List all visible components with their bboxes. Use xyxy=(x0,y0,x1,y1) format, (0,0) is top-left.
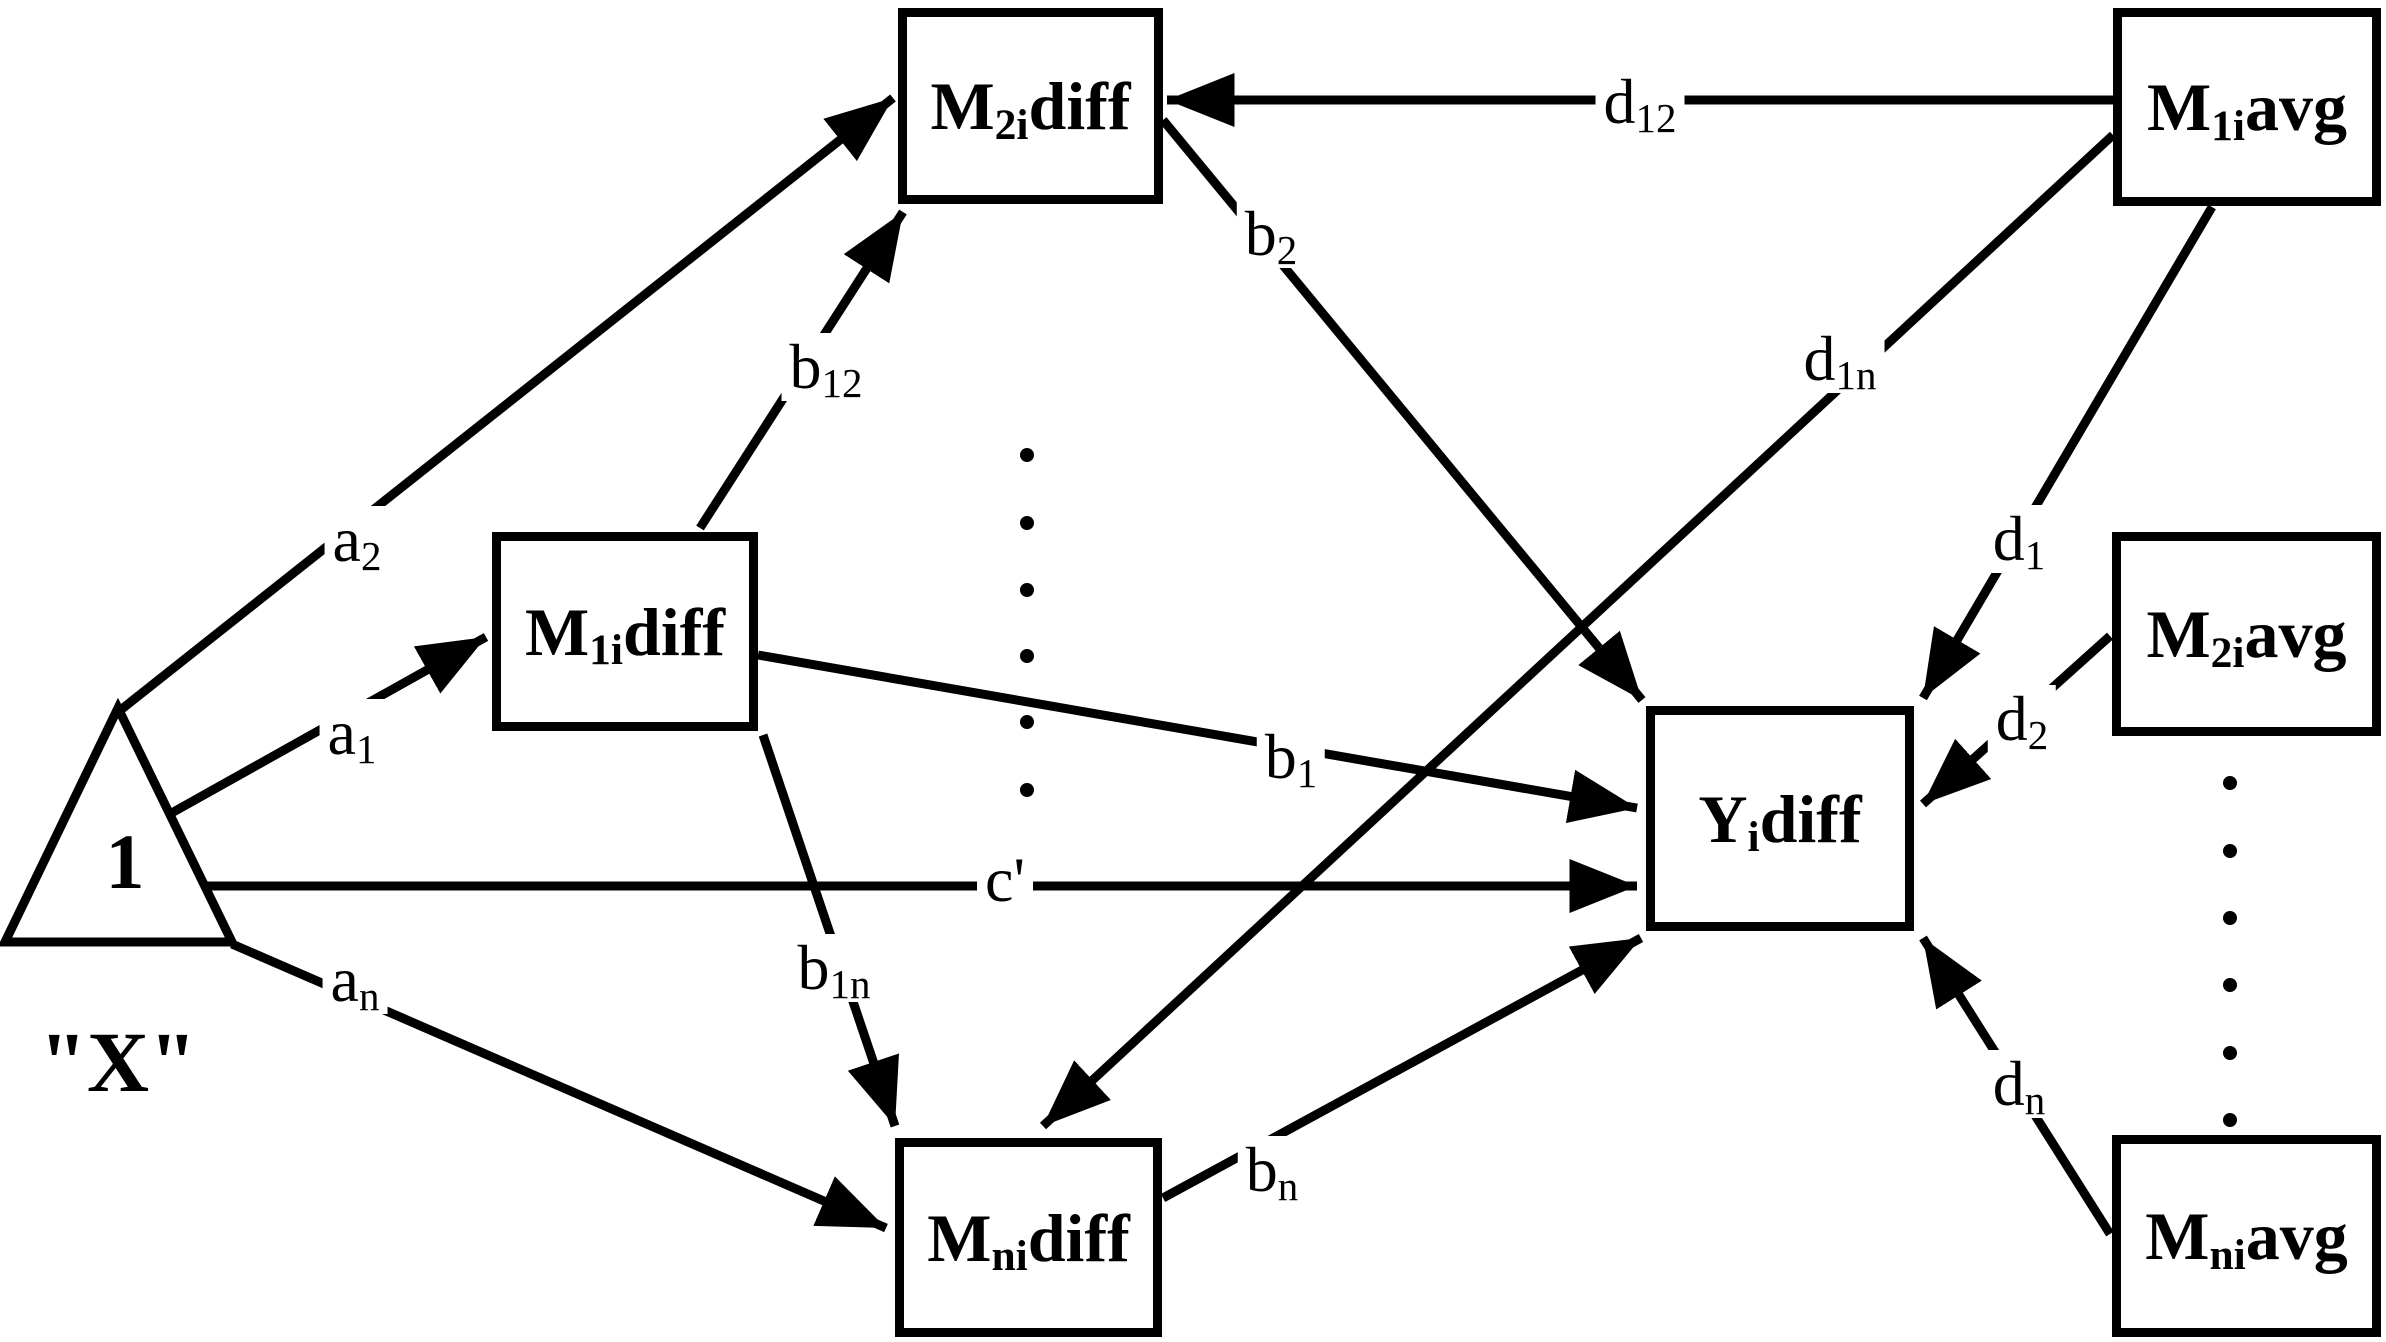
arrow-a2 xyxy=(115,94,896,716)
node-mni-avg: Mniavg xyxy=(2112,1135,2381,1337)
edge-label-an: an xyxy=(322,946,388,1016)
node-m2i-diff: M2idiff xyxy=(898,8,1163,204)
node-label: M2iavg xyxy=(2146,596,2347,677)
edge-label-a2: a2 xyxy=(324,506,390,576)
node-y-diff: Yidiff xyxy=(1646,706,1914,931)
edge-label-dn: dn xyxy=(1984,1050,2054,1120)
triangle-node xyxy=(0,697,240,947)
node-m1i-avg: M1iavg xyxy=(2113,8,2381,206)
node-m1i-diff: M1idiff xyxy=(492,532,758,731)
node-label: M2idiff xyxy=(930,68,1131,149)
edge-label-b12: b12 xyxy=(781,333,871,403)
node-label: M1iavg xyxy=(2146,69,2348,150)
node-mni-diff: Mnidiff xyxy=(895,1138,1162,1337)
node-label: Yidiff xyxy=(1698,780,1862,862)
ellipsis-dots-right xyxy=(2223,776,2237,1127)
arrow-d1n xyxy=(1039,131,2117,1130)
edge-label-b1: b1 xyxy=(1256,723,1326,793)
edge-label-bn: bn xyxy=(1237,1136,1307,1206)
edge-label-b2: b2 xyxy=(1236,200,1306,270)
arrow-b1 xyxy=(757,650,1638,824)
node-label: Mniavg xyxy=(2145,1198,2348,1279)
arrow-bn xyxy=(1160,934,1644,1202)
edge-label-d2: d2 xyxy=(1987,685,2057,755)
node-m2i-avg: M2iavg xyxy=(2112,532,2381,736)
edge-label-d12: d12 xyxy=(1595,68,1685,138)
triangle-label: 1 xyxy=(105,818,145,905)
ellipsis-dots-center xyxy=(1020,448,1034,797)
arrow-d1 xyxy=(1919,204,2216,701)
edge-label-d1n: d1n xyxy=(1795,325,1885,395)
triangle-caption-x: "X" xyxy=(39,1014,197,1110)
arrow-b1n xyxy=(758,733,900,1128)
edge-label-a1: a1 xyxy=(319,699,385,769)
arrow-b2 xyxy=(1159,117,1646,703)
node-label: M1idiff xyxy=(524,593,726,675)
edge-label-c-prime: c' xyxy=(977,846,1033,914)
edge-label-b1n: b1n xyxy=(789,934,879,1004)
node-label: Mnidiff xyxy=(927,1199,1130,1281)
edge-label-d1: d1 xyxy=(1984,505,2054,575)
